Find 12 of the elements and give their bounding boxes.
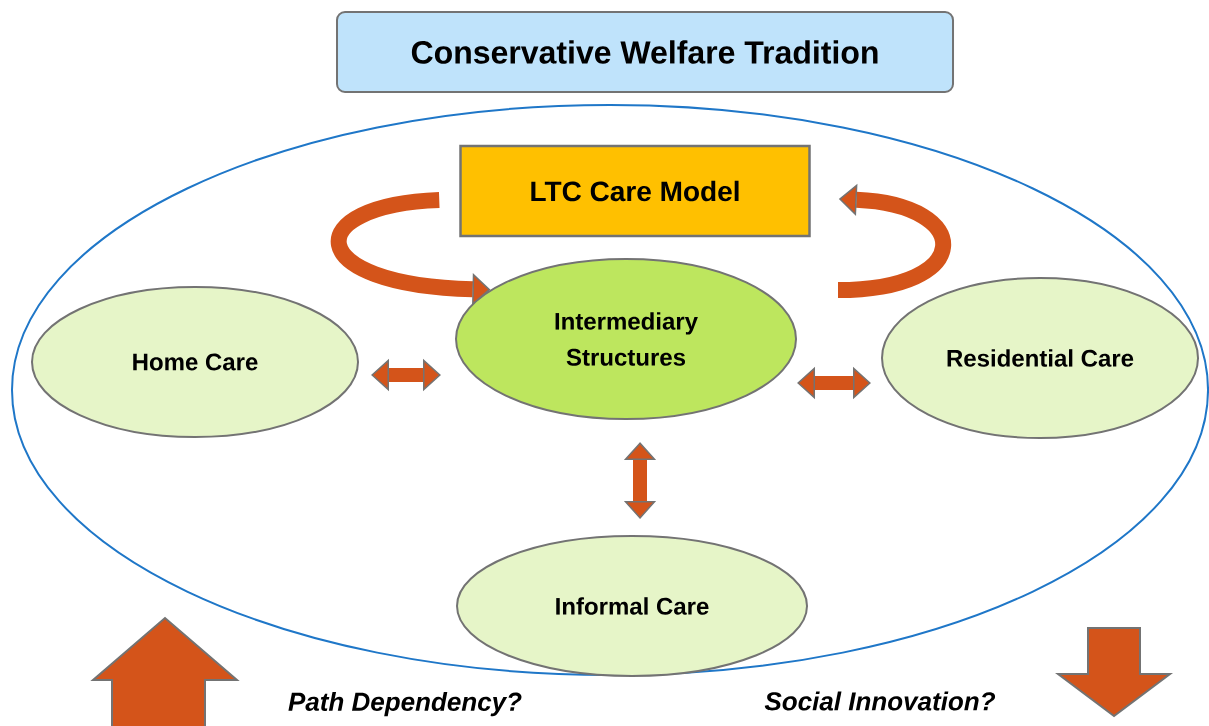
enclosing-ellipse — [11, 104, 1209, 676]
double-arrow — [797, 366, 871, 400]
caption-text: Social Innovation? — [764, 691, 996, 711]
oval-node: Residential Care — [881, 277, 1199, 439]
oval-node: Informal Care — [456, 535, 808, 677]
label-box: Conservative Welfare Tradition — [336, 11, 954, 93]
double-arrow — [623, 442, 657, 519]
caption-text: Path Dependency? — [288, 691, 522, 717]
oval-node: Intermediary Structures — [455, 258, 797, 420]
label-box: LTC Care Model — [459, 144, 811, 238]
oval-node: Home Care — [31, 286, 359, 438]
double-arrow — [371, 358, 441, 392]
